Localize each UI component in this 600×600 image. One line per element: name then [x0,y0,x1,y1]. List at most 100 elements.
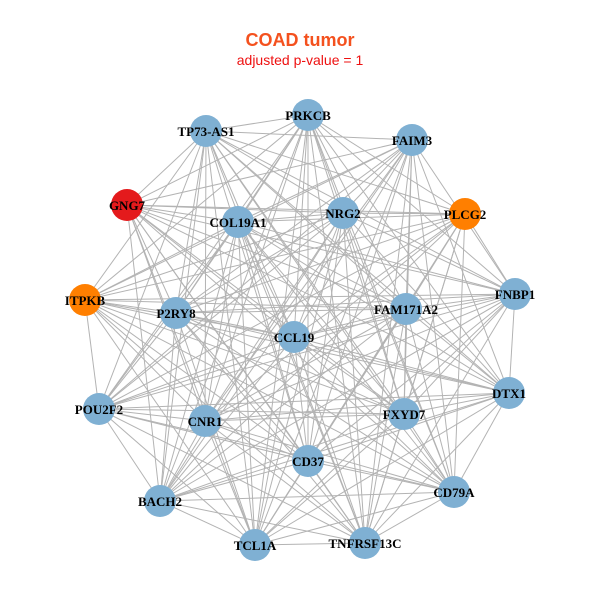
edge-PRKCB-TP73-AS1 [205,114,309,132]
node-FAM171A2[interactable]: FAM171A2 [374,293,438,325]
edge-FAM171A2-CCL19 [293,308,407,338]
node-circle[interactable] [278,321,310,353]
edge-PRKCB-POU2F2 [98,114,309,410]
edge-NRG2-CD37 [307,212,344,462]
edge-TNFRSF13C-CCL19 [293,336,366,544]
node-FAIM3[interactable]: FAIM3 [392,124,433,156]
node-P2RY8[interactable]: P2RY8 [156,297,196,329]
edge-GNG7-COL19A1 [126,204,239,223]
edge-POU2F2-ITPKB [84,299,100,410]
node-label: CD79A [433,485,475,500]
node-label: FXYD7 [383,407,426,422]
node-COL19A1[interactable]: COL19A1 [209,206,267,238]
node-label: POU2F2 [75,402,123,417]
node-PLCG2[interactable]: PLCG2 [444,198,487,230]
edge-PLCG2-P2RY8 [175,213,466,314]
node-circle[interactable] [390,293,422,325]
edge-CD79A-COL19A1 [237,221,455,493]
node-circle[interactable] [189,405,221,437]
edge-GNG7-FXYD7 [126,204,405,415]
edge-CD37-P2RY8 [175,312,309,462]
edge-FNBP1-NRG2 [342,212,516,295]
edge-BACH2-POU2F2 [98,408,161,502]
node-TNFRSF13C[interactable]: TNFRSF13C [329,527,402,559]
node-CD79A[interactable]: CD79A [433,476,475,508]
node-CD37[interactable]: CD37 [292,445,324,477]
node-CNR1[interactable]: CNR1 [188,405,223,437]
node-circle[interactable] [493,377,525,409]
edge-POU2F2-TP73-AS1 [98,130,207,410]
node-label: TP73-AS1 [177,124,234,139]
node-circle[interactable] [160,297,192,329]
edge-TP73-AS1-NRG2 [205,130,344,214]
edge-PLCG2-CCL19 [293,213,466,338]
edge-CD79A-CCL19 [293,336,455,493]
node-label: COL19A1 [209,215,266,230]
node-circle[interactable] [69,284,101,316]
node-CCL19[interactable]: CCL19 [274,321,315,353]
node-circle[interactable] [349,527,381,559]
node-TP73-AS1[interactable]: TP73-AS1 [177,115,235,147]
node-circle[interactable] [292,99,324,131]
edge-COL19A1-CNR1 [204,221,239,422]
node-FNBP1[interactable]: FNBP1 [495,278,535,310]
edge-COL19A1-P2RY8 [175,221,239,314]
edge-COL19A1-CCL19 [237,221,295,338]
edge-GNG7-CCL19 [126,204,295,338]
node-TCL1A[interactable]: TCL1A [234,529,277,561]
edge-FAIM3-TNFRSF13C [364,139,413,544]
edge-TNFRSF13C-BACH2 [159,500,366,544]
node-circle[interactable] [239,529,271,561]
node-circle[interactable] [499,278,531,310]
edge-PLCG2-CNR1 [204,213,466,422]
edge-CD79A-TNFRSF13C [364,491,455,544]
node-circle[interactable] [388,398,420,430]
node-circle[interactable] [144,485,176,517]
edge-FXYD7-CNR1 [204,413,405,422]
edge-PLCG2-BACH2 [159,213,466,502]
node-label: PLCG2 [444,207,487,222]
node-label: GNG7 [109,198,146,213]
edge-NRG2-P2RY8 [175,212,344,314]
node-label: ITPKB [65,293,106,308]
edge-BACH2-FXYD7 [159,413,405,502]
edge-POU2F2-CNR1 [98,408,206,422]
edge-FXYD7-P2RY8 [175,312,405,415]
edge-FNBP1-TCL1A [254,293,516,546]
edge-CD79A-ITPKB [84,299,455,493]
node-circle[interactable] [83,393,115,425]
node-circle[interactable] [111,189,143,221]
node-ITPKB[interactable]: ITPKB [65,284,106,316]
node-circle[interactable] [190,115,222,147]
edge-FAIM3-P2RY8 [175,139,413,314]
node-NRG2[interactable]: NRG2 [325,197,361,229]
node-circle[interactable] [327,197,359,229]
edge-CD79A-FAM171A2 [405,308,455,493]
node-DTX1[interactable]: DTX1 [492,377,526,409]
edge-PLCG2-GNG7 [126,204,466,215]
node-label: FAIM3 [392,133,433,148]
edge-FNBP1-TP73-AS1 [205,130,516,295]
node-circle[interactable] [449,198,481,230]
edge-TNFRSF13C-NRG2 [342,212,366,544]
node-GNG7[interactable]: GNG7 [109,189,146,221]
edge-TCL1A-BACH2 [159,500,256,546]
edge-CD79A-TP73-AS1 [205,130,455,493]
edge-CD79A-CD37 [307,460,455,493]
edge-CD79A-BACH2 [159,491,455,502]
edge-FAM171A2-P2RY8 [175,308,407,314]
node-PRKCB[interactable]: PRKCB [285,99,331,131]
node-circle[interactable] [222,206,254,238]
node-circle[interactable] [438,476,470,508]
edge-FAIM3-DTX1 [411,139,510,394]
node-POU2F2[interactable]: POU2F2 [75,393,123,425]
edge-PLCG2-NRG2 [342,212,466,215]
node-circle[interactable] [292,445,324,477]
edge-GNG7-TP73-AS1 [126,130,207,206]
node-circle[interactable] [396,124,428,156]
node-FXYD7[interactable]: FXYD7 [383,398,426,430]
edge-CD79A-TCL1A [254,491,455,546]
node-BACH2[interactable]: BACH2 [138,485,182,517]
edge-PRKCB-PLCG2 [307,114,466,215]
